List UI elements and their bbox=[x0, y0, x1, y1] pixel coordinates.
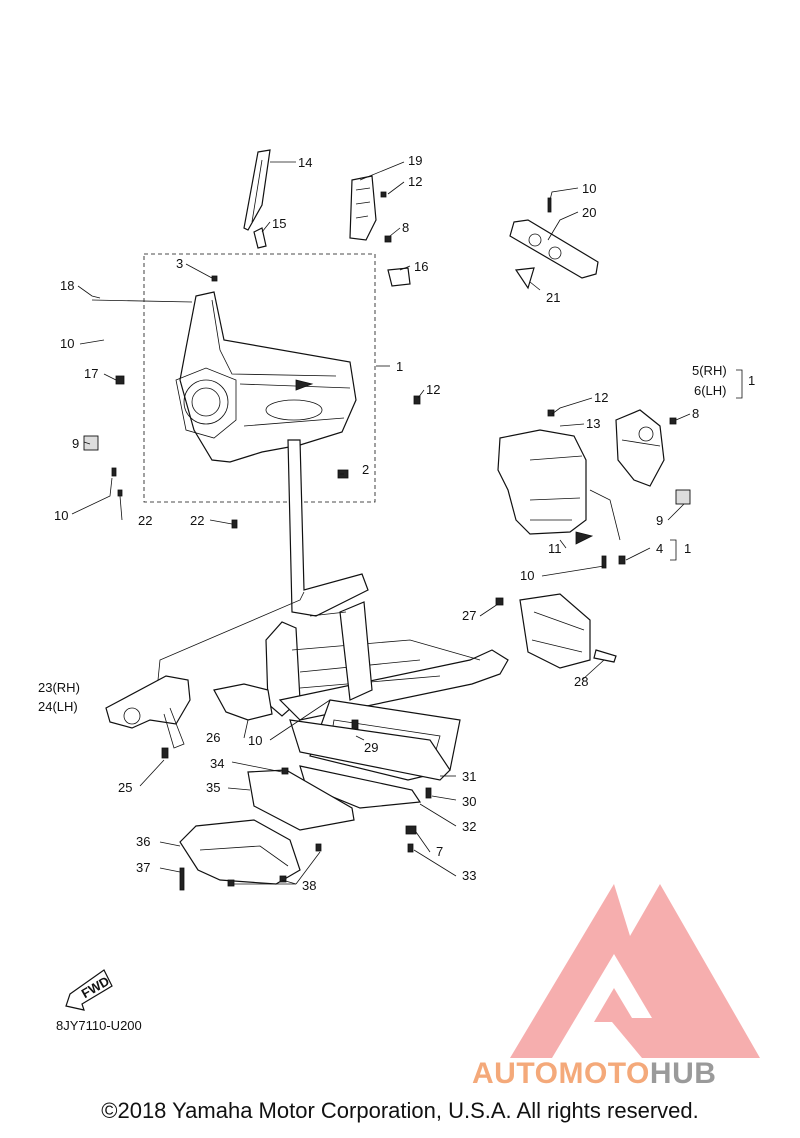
part-30-bolt bbox=[425, 787, 432, 799]
callout-14: 14 bbox=[298, 155, 312, 170]
part-16-clip bbox=[387, 267, 411, 287]
callout-28: 28 bbox=[574, 674, 588, 689]
callout-6-lh: 6(LH) bbox=[694, 383, 727, 398]
watermark-part1: AUTOMOTO bbox=[472, 1057, 650, 1090]
part-36-guard bbox=[179, 819, 322, 891]
callout-37: 37 bbox=[136, 860, 150, 875]
part-7-grommet bbox=[405, 825, 417, 835]
part-14-shield bbox=[243, 149, 271, 231]
callout-12: 12 bbox=[594, 390, 608, 405]
part-23-24-arm-bracket bbox=[105, 675, 191, 759]
fwd-arrow-icon: FWD bbox=[65, 969, 113, 1011]
part-31-skid-plate bbox=[289, 719, 451, 781]
callout-10: 10 bbox=[54, 508, 68, 523]
callout-16: 16 bbox=[414, 259, 428, 274]
callout-38: 38 bbox=[302, 878, 316, 893]
callout-19: 19 bbox=[408, 153, 422, 168]
callout-1: 1 bbox=[684, 541, 691, 556]
part-15-pin bbox=[253, 227, 267, 249]
callout-11: 11 bbox=[548, 541, 562, 556]
automotohub-logo bbox=[510, 884, 760, 1058]
callouts: 14 19 12 10 20 15 8 3 16 18 21 10 1 5(RH… bbox=[38, 153, 755, 893]
callout-31: 31 bbox=[462, 769, 476, 784]
callout-30: 30 bbox=[462, 794, 476, 809]
part-33-bolt bbox=[407, 843, 414, 853]
part-27-28-rear-mount bbox=[495, 593, 617, 669]
callout-18: 18 bbox=[60, 278, 74, 293]
callout-2: 2 bbox=[362, 462, 369, 477]
callout-4: 4 bbox=[656, 541, 663, 556]
callout-25: 25 bbox=[118, 780, 132, 795]
callout-26: 26 bbox=[206, 730, 220, 745]
part-13-11-housing bbox=[497, 409, 626, 569]
part-21-bracket bbox=[514, 267, 535, 290]
part-35-guard bbox=[247, 767, 355, 831]
callout-29: 29 bbox=[364, 740, 378, 755]
callout-9: 9 bbox=[656, 513, 663, 528]
diagram-code: 8JY7110-U200 bbox=[56, 1018, 142, 1033]
front-frame-assembly bbox=[83, 275, 421, 529]
callout-7: 7 bbox=[436, 844, 443, 859]
callout-32: 32 bbox=[462, 819, 476, 834]
callout-12: 12 bbox=[408, 174, 422, 189]
callout-17: 17 bbox=[84, 366, 98, 381]
watermark-part2: HUB bbox=[649, 1057, 717, 1090]
callout-8: 8 bbox=[402, 220, 409, 235]
callout-13: 13 bbox=[586, 416, 600, 431]
callout-1: 1 bbox=[748, 373, 755, 388]
callout-15: 15 bbox=[272, 216, 286, 231]
callout-5-rh: 5(RH) bbox=[692, 363, 727, 378]
assembly-1-boundary bbox=[143, 253, 376, 503]
part-19-bracket bbox=[349, 175, 387, 241]
part-5-6-mount bbox=[615, 409, 691, 505]
callout-23-rh: 23(RH) bbox=[38, 680, 80, 695]
callout-22: 22 bbox=[138, 513, 152, 528]
callout-36: 36 bbox=[136, 834, 150, 849]
callout-12: 12 bbox=[426, 382, 440, 397]
watermark-text: AUTOMOTOHUB bbox=[472, 1057, 716, 1091]
callout-8: 8 bbox=[692, 406, 699, 421]
callout-20: 20 bbox=[582, 205, 596, 220]
callout-33: 33 bbox=[462, 868, 476, 883]
callout-22: 22 bbox=[190, 513, 204, 528]
part-8-nut bbox=[384, 235, 392, 243]
callout-10: 10 bbox=[60, 336, 74, 351]
callout-34: 34 bbox=[210, 756, 224, 771]
callout-35: 35 bbox=[206, 780, 220, 795]
copyright-notice: ©2018 Yamaha Motor Corporation, U.S.A. A… bbox=[101, 1098, 699, 1123]
callout-3: 3 bbox=[176, 256, 183, 271]
callout-21: 21 bbox=[546, 290, 560, 305]
callout-10: 10 bbox=[248, 733, 262, 748]
part-20-plate bbox=[509, 197, 599, 279]
callout-24-lh: 24(LH) bbox=[38, 699, 78, 714]
callout-1: 1 bbox=[396, 359, 403, 374]
callout-9: 9 bbox=[72, 436, 79, 451]
callout-10: 10 bbox=[520, 568, 534, 583]
leader-lines bbox=[71, 161, 743, 885]
callout-27: 27 bbox=[462, 608, 476, 623]
callout-10: 10 bbox=[582, 181, 596, 196]
